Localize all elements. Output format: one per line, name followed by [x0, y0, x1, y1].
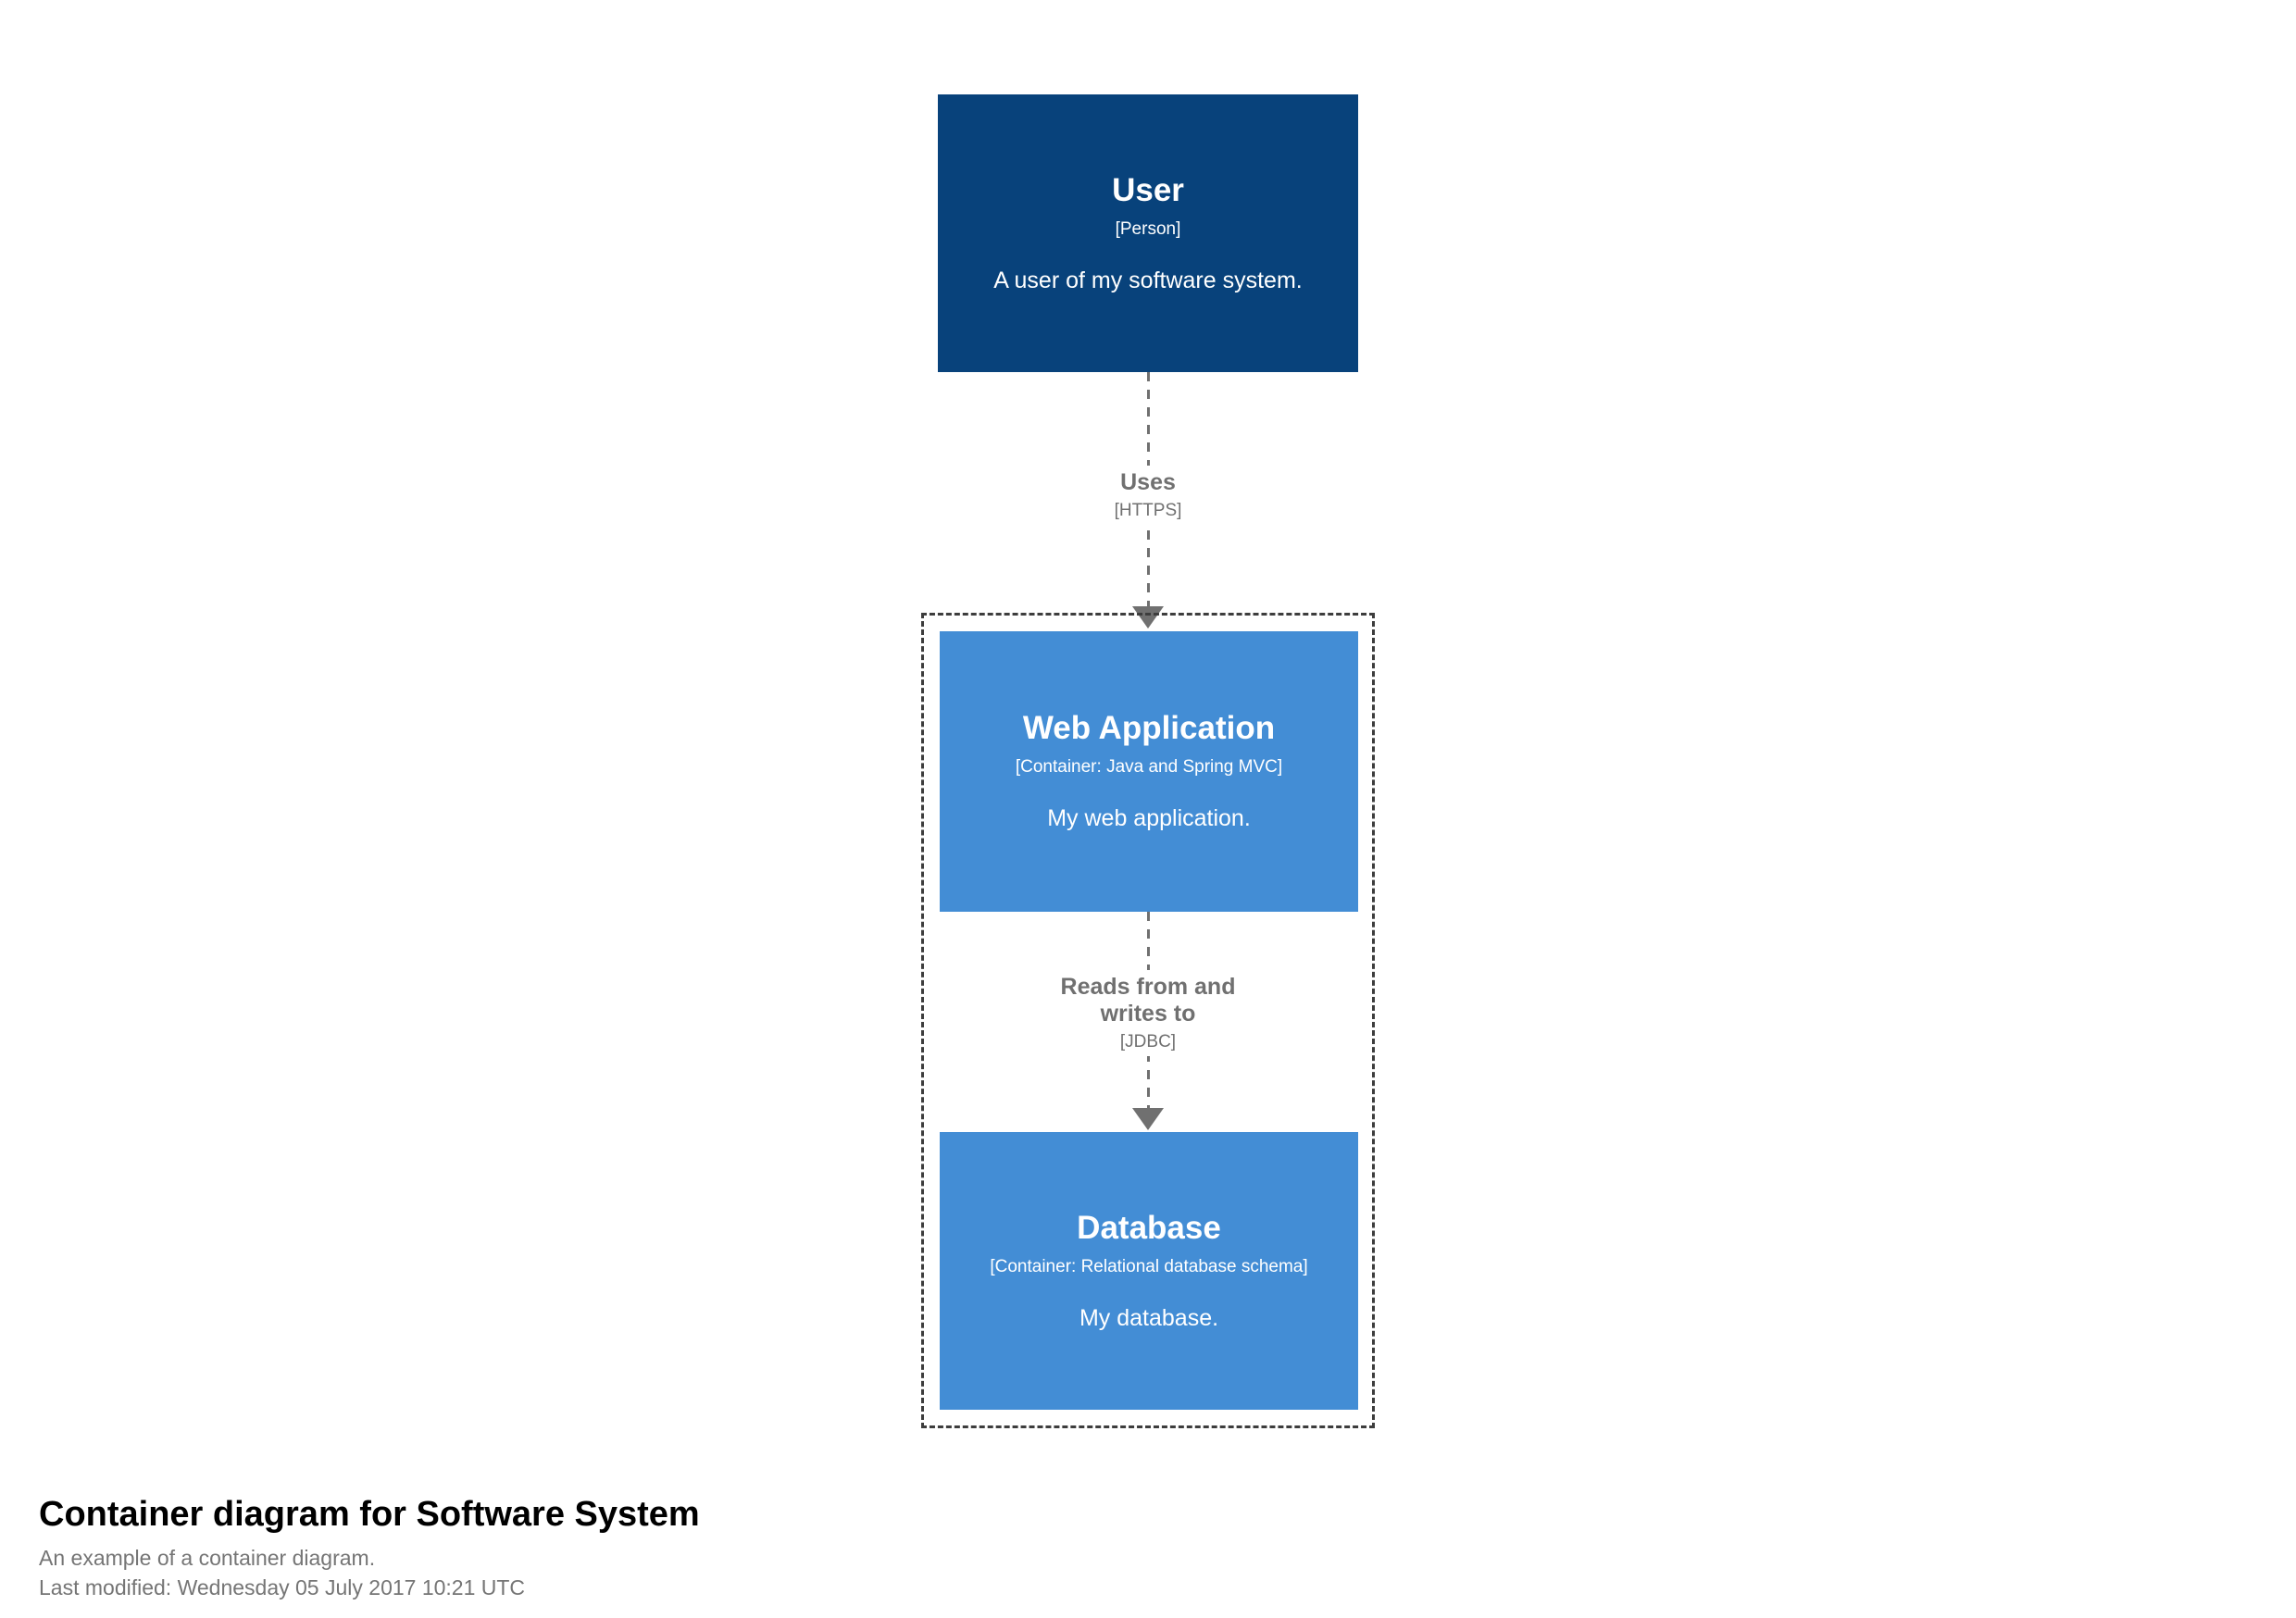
diagram-last-modified: Last modified: Wednesday 05 July 2017 10… [39, 1574, 526, 1599]
node-user-description: A user of my software system. [993, 267, 1303, 293]
relationship-label-text: Uses [1120, 469, 1176, 495]
node-web-application[interactable]: Web Application [Container: Java and Spr… [940, 631, 1358, 912]
relationship-label-user-webapp: Uses [HTTPS] [1104, 466, 1192, 525]
diagram-subtitle: An example of a container diagram. [39, 1545, 376, 1570]
node-database[interactable]: Database [Container: Relational database… [940, 1132, 1358, 1410]
arrowhead-down-icon [1132, 1108, 1164, 1130]
arrowhead-down-icon [1132, 606, 1164, 629]
relationship-label-webapp-database: Reads from and writes to [JDBC] [1032, 970, 1264, 1056]
relationship-technology-text: [JDBC] [1119, 1032, 1177, 1052]
node-user-name: User [1112, 171, 1184, 208]
node-database-description: My database. [1079, 1304, 1219, 1331]
node-user[interactable]: User [Person] A user of my software syst… [938, 94, 1358, 372]
node-web-application-name: Web Application [1022, 710, 1276, 747]
node-web-application-description: My web application. [1047, 805, 1251, 832]
software-system-boundary [921, 613, 1375, 1428]
relationship-label-text: Reads from and writes to [1060, 974, 1236, 1027]
node-web-application-meta: [Container: Java and Spring MVC] [1015, 757, 1283, 778]
node-database-name: Database [1077, 1209, 1221, 1246]
node-user-meta: [Person] [1115, 218, 1181, 239]
diagram-title: Container diagram for Software System [39, 1495, 700, 1534]
node-database-meta: [Container: Relational database schema] [990, 1256, 1308, 1276]
diagram-footer: Container diagram for Software System An… [39, 1495, 700, 1601]
relationship-technology-text: [HTTPS] [1114, 501, 1182, 520]
